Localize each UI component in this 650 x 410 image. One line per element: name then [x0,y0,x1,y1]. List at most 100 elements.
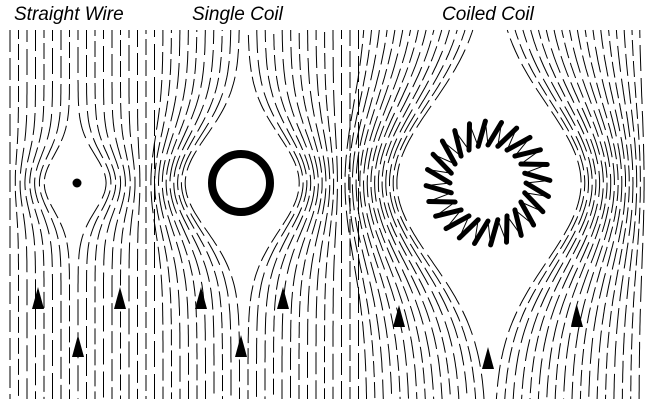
field-line [613,29,634,400]
field-line [154,30,172,399]
field-line [77,30,107,399]
coil-turn [485,120,504,148]
field-direction-arrows [32,287,583,369]
field-line [264,29,308,399]
coil-turn [443,213,472,232]
up-arrow-icon [277,287,289,309]
field-line [24,30,36,399]
field-line [359,29,401,400]
coil-turn [452,128,464,159]
up-arrow-icon [114,287,126,309]
up-arrow-icon [482,347,494,369]
coil-turn [472,218,491,246]
field-line [344,29,367,399]
field-line [546,29,604,400]
field-line [150,30,164,399]
field-line [377,29,443,400]
field-line [366,29,418,400]
field-line [392,29,477,400]
coil-turn [433,207,464,219]
up-arrow-icon [195,287,207,309]
field-line [504,29,586,400]
field-line [348,29,376,400]
field-line [596,29,626,400]
coil-turn [504,134,533,153]
field-line [630,29,641,399]
coil-strand [525,179,550,184]
field-line [307,30,327,399]
field-line [19,30,28,399]
field-line [529,29,597,400]
coil-turn [488,217,501,248]
field-line [94,30,117,399]
straight-wire-dot [72,178,82,188]
field-line [621,29,638,400]
coil-turn [439,138,458,167]
field-line [537,29,601,400]
field-line [521,29,593,400]
single-coil-ring [208,150,274,216]
field-line [86,30,112,399]
coil-turn [522,190,546,215]
conductors [69,111,560,255]
field-line [157,30,181,399]
coil-turn [495,125,520,149]
coil-turn [426,199,458,205]
field-line [137,30,141,399]
field-line [128,30,136,399]
field-line [43,30,70,399]
field-line [355,29,393,400]
coil-turn [425,167,453,186]
single-coil-label: Single Coil [192,4,283,25]
coil-turn [518,161,550,167]
field-line [315,30,331,399]
field-line [579,29,619,400]
field-line [298,29,323,399]
field-line [256,30,304,399]
field-line [588,29,623,399]
field-line [103,30,122,399]
coil-turn [475,118,488,149]
coil-turn [522,170,553,183]
field-line [332,30,338,399]
field-line [180,30,232,399]
up-arrow-icon [393,305,405,327]
up-arrow-icon [235,335,247,357]
field-line [495,29,582,400]
field-line [161,29,189,399]
field-line [385,29,460,400]
up-arrow-icon [571,305,583,327]
field-line [381,29,451,400]
field-line [247,29,300,399]
coil-turn [430,151,454,176]
field-line [374,29,435,400]
field-line [554,29,608,400]
coiled-coil-label: Coiled Coil [442,4,534,25]
field-line [273,29,312,399]
field-line [169,30,206,399]
field-line [512,29,590,400]
field-line [351,29,384,400]
field-lines [9,29,645,400]
up-arrow-icon [32,287,44,309]
field-line [571,29,615,400]
field-line [389,29,468,400]
field-line [34,30,53,399]
coil-turn [456,217,481,241]
coil-turn [466,121,472,153]
field-line [362,29,409,400]
field-line [396,29,485,400]
field-line [29,30,45,399]
field-line [290,30,319,399]
field-line [111,30,126,399]
field-line [177,30,223,399]
field-line [184,29,240,399]
field-line [638,30,645,399]
coiled-coil-gap [416,111,560,255]
field-line [120,30,131,399]
straight-wire-label: Straight Wire [14,4,124,25]
coil-turn [518,199,537,228]
coil-turn [504,213,510,245]
